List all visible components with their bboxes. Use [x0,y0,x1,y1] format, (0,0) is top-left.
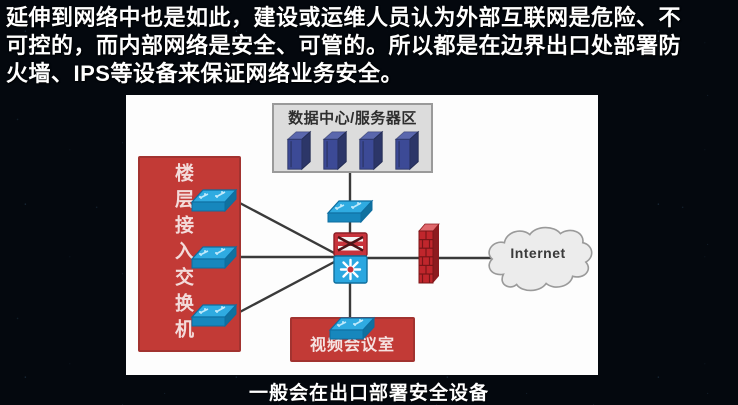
data-center-zone: 数据中心/服务器区 [272,103,433,173]
internet-cloud: Internet [481,219,595,297]
server-icon [286,131,311,170]
data-center-label: 数据中心/服务器区 [288,110,417,127]
server-icon [322,131,347,170]
firewall-icon [418,223,440,284]
intro-line-1: 延伸到网络中也是如此，建设或运维人员认为外部互联网是危险、不 [6,5,682,30]
datacenter-switch-icon [327,200,373,223]
core-multilayer-switch-icon [333,232,368,284]
network-links [234,171,494,325]
link-access3-core [234,258,340,316]
access-switch-icon-2 [191,246,237,269]
server-icon [394,131,419,170]
video-conference-label: 视频会议室 [309,337,395,354]
video-room-switch-icon [329,317,375,340]
server-group [285,129,421,172]
intro-paragraph: 延伸到网络中也是如此，建设或运维人员认为外部互联网是危险、不 可控的，而内部网络… [6,4,734,88]
network-diagram-panel: 数据中心/服务器区 楼层接入交换机 Internet [126,95,598,375]
access-switch-icon-3 [191,304,237,327]
link-access1-core [234,199,340,257]
access-switch-icon-1 [191,189,237,212]
intro-line-3: 火墙、IPS等设备来保证网络业务安全。 [6,61,403,86]
server-icon [358,131,383,170]
slide-caption: 一般会在出口部署安全设备 [248,383,489,404]
floor-access-label: 楼层接入交换机 [172,163,193,345]
intro-line-2: 可控的，而内部网络是安全、可管的。所以都是在边界出口处部署防 [6,33,682,58]
internet-label: Internet [510,245,566,261]
